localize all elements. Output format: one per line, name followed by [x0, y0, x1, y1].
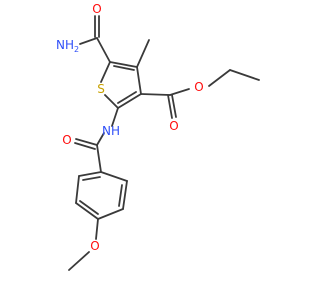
bond-benzene-4-5-double — [79, 200, 99, 215]
bond-benzene-2-3-double — [118, 184, 123, 207]
ester-link-oxygen-label: O — [194, 80, 203, 94]
bond-ring-nh — [111, 107, 119, 127]
bond-ester-o-ch2 — [208, 69, 231, 87]
thiophene-sulfur-label: S — [97, 82, 105, 96]
bond-benzene-o — [95, 218, 99, 240]
bond-benzene-3-4 — [97, 208, 124, 220]
bond-ring-s-c5 — [100, 61, 111, 83]
amide-nh2-label: NH2 — [56, 38, 79, 54]
bond-ring-c5-c4 — [109, 61, 138, 68]
bond-amide-c-n — [79, 37, 98, 45]
bond-ester-c-o-double-a — [167, 94, 173, 119]
bond-carbonyl-o-a — [75, 138, 98, 146]
bond-carbonyl-o-b — [74, 142, 96, 150]
bond-ethyl — [229, 69, 260, 81]
bond-ester-c-o — [169, 88, 190, 96]
amide-oxygen-label: O — [92, 2, 101, 16]
bond-benzene-1-2 — [100, 171, 128, 182]
amide-nh-label: NH — [102, 124, 120, 138]
methoxy-oxygen-label: O — [90, 239, 99, 253]
ester-carbonyl-oxygen-label: O — [169, 119, 178, 133]
bond-ring-c5-c4-double — [113, 65, 135, 71]
bond-benzene-6-1-double — [82, 176, 101, 181]
bond-carbonyl-benzene — [96, 144, 102, 173]
benzoyl-oxygen-label: O — [62, 133, 71, 147]
nh2-subscript: 2 — [74, 45, 79, 54]
nh2-text: NH — [56, 38, 74, 52]
atom-labels: NH2 O S O O NH O O — [56, 2, 204, 253]
bond-amide-c-ring — [96, 37, 111, 63]
bond-ring-c4-c3 — [136, 66, 142, 95]
bond-methyl — [136, 39, 150, 68]
bond-benzene-4-5 — [75, 202, 99, 220]
bond-ester-c-o-double-b — [171, 94, 177, 118]
bond-ring-c3-c2 — [117, 93, 142, 109]
bond-benzene-6-1 — [78, 171, 102, 177]
bond-o-methyl — [68, 251, 90, 271]
bond-nh-carbonyl — [96, 132, 105, 146]
bond-benzene-5-6 — [75, 175, 80, 204]
molecule-structure: NH2 O S O O NH O O — [56, 2, 260, 271]
bond-ring-c2-s — [104, 94, 119, 109]
bond-ring-c3-c2-double — [117, 91, 137, 104]
bond-benzene-2-3 — [122, 180, 128, 210]
bonds — [68, 15, 260, 271]
bond-ester-ring-c — [140, 93, 171, 96]
